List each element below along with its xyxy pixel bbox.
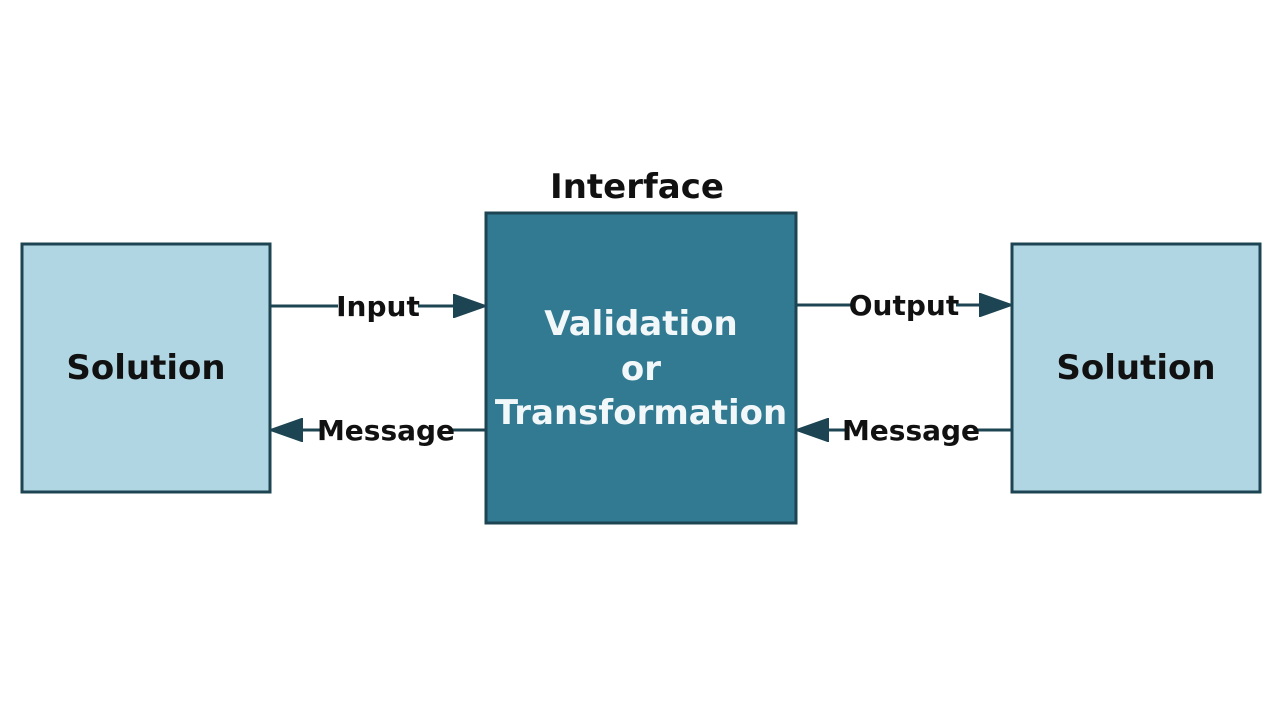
solution-box-left	[20, 242, 272, 494]
interface-title: Interface	[550, 167, 724, 207]
solution-box-right	[1010, 242, 1262, 494]
input-label: Input	[336, 290, 420, 323]
output-label: Output	[849, 289, 959, 322]
validation-transformation-box	[484, 211, 798, 525]
center-line-2: or	[621, 349, 661, 389]
solution-label-left: Solution	[66, 348, 225, 388]
center-line-1: Validation	[544, 304, 737, 344]
message-label-left: Message	[317, 414, 455, 447]
solution-label-right: Solution	[1056, 348, 1215, 388]
message-label-right: Message	[842, 414, 980, 447]
center-line-3: Transformation	[495, 393, 787, 433]
